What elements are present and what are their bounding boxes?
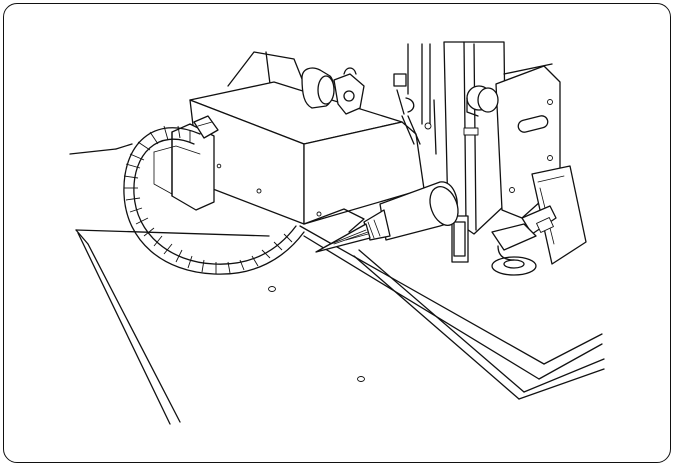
presser-foot bbox=[491, 223, 537, 276]
feed-box bbox=[153, 81, 425, 233]
oiler bbox=[315, 181, 459, 253]
sewing-machine-illustration bbox=[69, 41, 605, 425]
figure-frame bbox=[3, 3, 671, 463]
top-bracket bbox=[301, 67, 365, 115]
eye-guard bbox=[521, 165, 587, 265]
machine-table bbox=[69, 143, 605, 425]
machine-arm bbox=[227, 43, 431, 125]
spiral-cable-hose bbox=[123, 115, 305, 275]
